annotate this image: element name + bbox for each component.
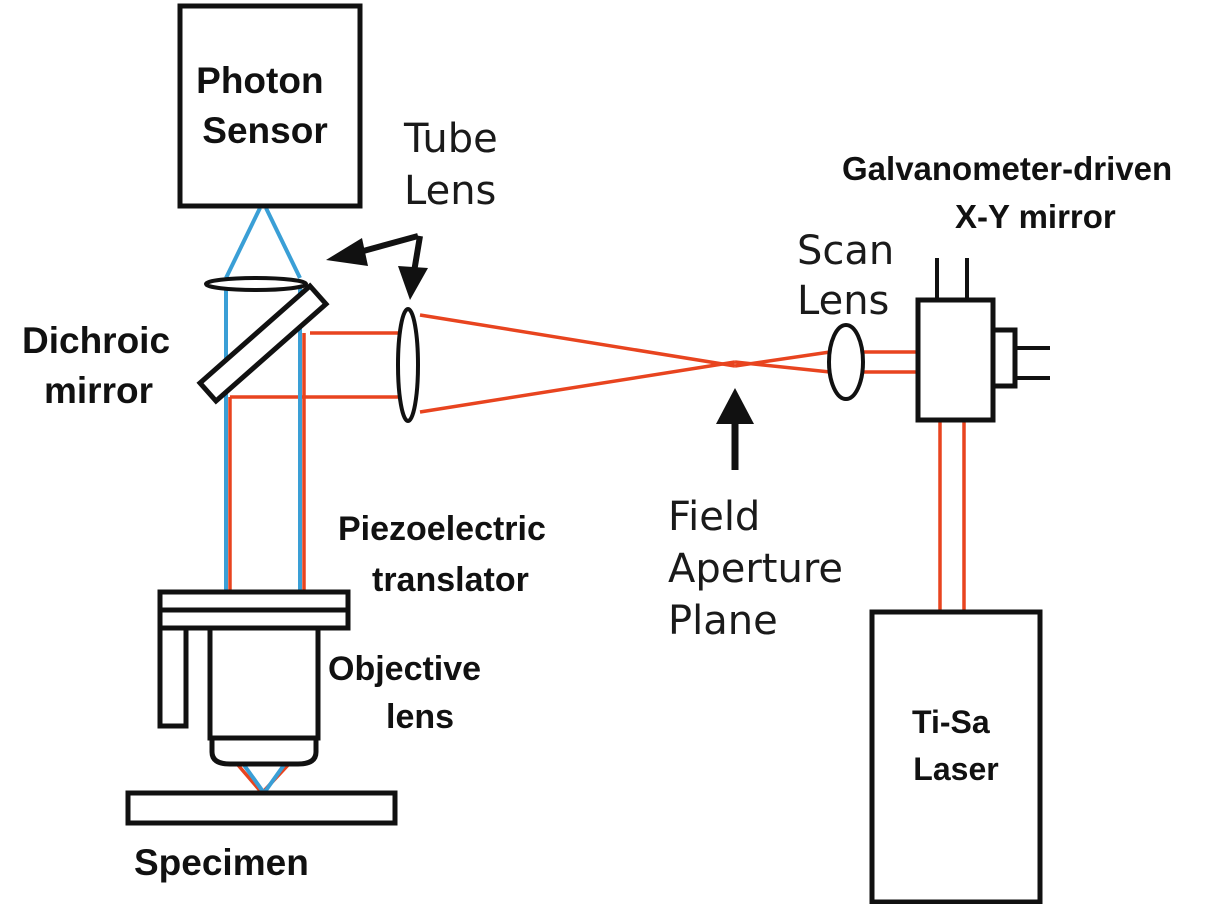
field-aperture-arrow (716, 388, 754, 470)
photon-sensor-label-line1: Photon (196, 60, 323, 101)
arrow-head-left (326, 238, 368, 266)
focus-to-tube-upper (419, 313, 736, 368)
dichroic-label-line2: mirror (44, 370, 153, 411)
emission-converge-left (224, 207, 262, 279)
galvo-body (915, 297, 996, 423)
objective-label-line2: lens (386, 698, 454, 736)
svg-text:Galvanometer-driven X-Y mi: Galvanometer-driven X-Y mirror (842, 147, 1182, 235)
specimen-label: Specimen (134, 842, 309, 883)
emission-tube-lens (204, 276, 308, 292)
objective-bracket (157, 625, 189, 729)
svg-text:Objective lens: Objective lens (328, 647, 491, 736)
specimen-slide (125, 790, 398, 826)
objective-body (207, 625, 321, 741)
svg-text:Scan Lens: Scan Lens (797, 228, 907, 324)
laser-label-line1: Ti-Sa (912, 704, 990, 740)
svg-text:Piezoelectric translator: Piezoelectric translator (338, 507, 556, 599)
emission-beam-path (224, 207, 302, 797)
scan-lens-label-line1: Scan (797, 228, 894, 274)
laser-box (869, 609, 1043, 904)
galvo-side-block (990, 327, 1018, 389)
tube-lens-arrows (326, 233, 428, 300)
svg-text:Dichroic mirror: Dichroic mirror (22, 320, 180, 411)
scan-lens (827, 323, 865, 401)
arrow-head-down (398, 266, 428, 300)
objective-tip (209, 735, 319, 767)
laser-label-line2: Laser (913, 751, 998, 787)
emission-converge-right (264, 207, 302, 279)
field-aperture-label-line1: Field (668, 494, 760, 540)
field-arrow-head (716, 388, 754, 424)
scan-to-focus-lower (734, 360, 831, 374)
galvanometer-label-line2: X-Y mirror (955, 198, 1116, 235)
galvanometer-mirror (915, 258, 1050, 423)
tube-lens-label-line1: Tube (403, 116, 498, 162)
photon-sensor-label-line2: Sensor (202, 110, 327, 151)
focus-to-tube-lower (419, 360, 736, 414)
svg-text:Ti-Sa Laser: Ti-Sa Laser (912, 700, 1000, 787)
dichroic-mirror-plate (196, 282, 330, 405)
dichroic-label-line1: Dichroic (22, 320, 170, 361)
piezo-label-line2: translator (372, 561, 529, 599)
excitation-tube-lens (396, 307, 420, 423)
objective-assembly (157, 589, 351, 767)
objective-label-line1: Objective (328, 650, 481, 688)
galvanometer-label-line1: Galvanometer-driven (842, 150, 1172, 187)
svg-text:Tube Lens: Tube Lens (403, 116, 510, 214)
photon-sensor-box (177, 3, 363, 209)
tube-lens-label-line2: Lens (404, 168, 496, 214)
svg-text:Field Aperture Plane: Field Aperture Plane (668, 494, 856, 644)
field-aperture-label-line2: Aperture (668, 546, 843, 592)
piezo-label-line1: Piezoelectric (338, 510, 546, 548)
svg-text:Photon Sensor: Photon Sensor (196, 60, 334, 151)
scan-lens-label-line2: Lens (797, 278, 889, 324)
field-aperture-label-line3: Plane (668, 598, 778, 644)
